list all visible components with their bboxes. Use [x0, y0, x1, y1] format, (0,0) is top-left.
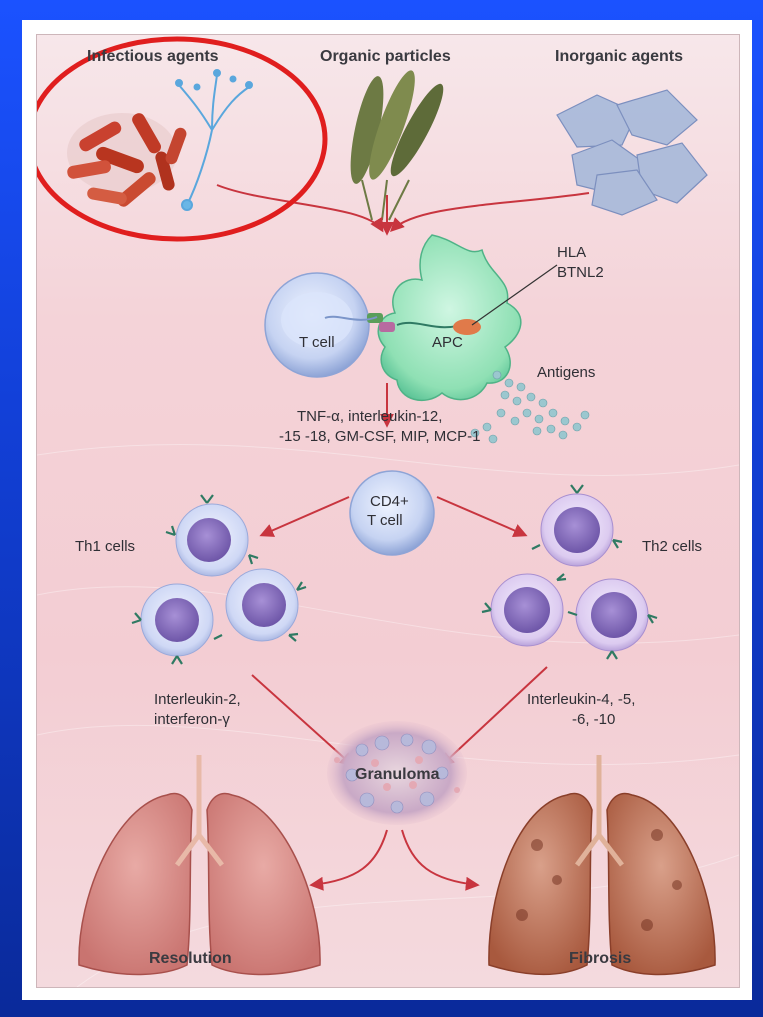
label-th2-cells: Th2 cells: [642, 537, 702, 556]
sarcoidosis-pathway-figure: Infectious agents Organic particles Inor…: [36, 34, 740, 988]
th1-cell: [226, 569, 298, 641]
th2-cell: [541, 494, 613, 566]
th2-cell: [576, 579, 648, 651]
t-cell: [265, 273, 369, 377]
label-cd4-t-cell: T cell: [367, 511, 403, 530]
th2-cell-group: [482, 485, 657, 659]
label-th1-cytokines-line2: interferon-γ: [154, 710, 230, 729]
label-th2-cytokines-line1: Interleukin-4, -5,: [527, 690, 635, 709]
th2-cell: [491, 574, 563, 646]
th1-cell: [141, 584, 213, 656]
arrow-to-fibrosis: [402, 830, 477, 885]
label-antigens: Antigens: [537, 363, 595, 382]
label-cd4: CD4+: [370, 492, 409, 511]
bacteria-illustration: [66, 111, 188, 209]
arrow-to-th2: [437, 497, 525, 535]
label-resolution: Resolution: [149, 949, 232, 968]
fibrotic-lungs: [489, 755, 715, 974]
label-infectious-agents: Infectious agents: [87, 47, 219, 66]
label-organic-particles: Organic particles: [320, 47, 451, 66]
figure-panel: Infectious agents Organic particles Inor…: [22, 20, 752, 1000]
label-th1-cells: Th1 cells: [75, 537, 135, 556]
th1-cell: [176, 504, 248, 576]
label-th2-cytokines-line2: -6, -10: [572, 710, 615, 729]
label-inorganic-agents: Inorganic agents: [555, 47, 683, 66]
label-btnl2: BTNL2: [557, 263, 604, 282]
label-cytokines-line1: TNF-α, interleukin-12,: [297, 407, 442, 426]
healthy-lungs: [79, 755, 320, 974]
label-apc: APC: [432, 333, 463, 352]
arrow-to-th1: [262, 497, 349, 535]
label-t-cell: T cell: [299, 333, 335, 352]
wheat-illustration: [344, 66, 451, 220]
th1-cell-group: [132, 495, 306, 664]
label-th1-cytokines-line1: Interleukin-2,: [154, 690, 241, 709]
label-cytokines-line2: -15 -18, GM-CSF, MIP, MCP-1: [279, 427, 480, 446]
label-fibrosis: Fibrosis: [569, 949, 631, 968]
fungus-illustration: [176, 70, 252, 210]
label-hla: HLA: [557, 243, 586, 262]
label-granuloma: Granuloma: [355, 765, 439, 784]
inorganic-crystals-illustration: [557, 90, 707, 215]
arrow-to-resolution: [312, 830, 387, 885]
